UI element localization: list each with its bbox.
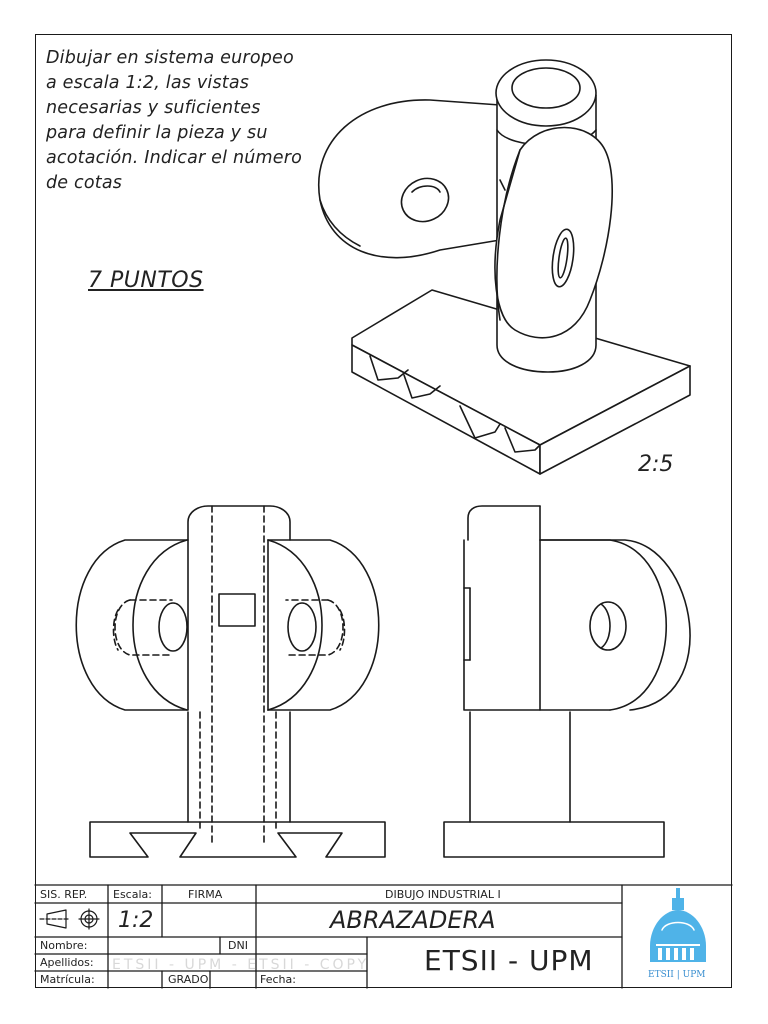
instruction-line: de cotas [46,173,123,193]
instruction-line: necesarias y suficientes [46,98,261,118]
fecha-label: Fecha: [260,973,296,986]
matricula-label: Matrícula: [40,973,95,986]
iso-base-front-right [539,365,691,475]
iso-dovetail-1 [369,355,409,381]
front-left-hole [158,602,188,652]
iso-dovetail-4 [504,427,541,453]
side-view [443,505,691,858]
instruction-line: acotación. Indicar el número [46,148,303,168]
front-right-disk-inner [267,539,323,711]
front-top-boss [187,505,291,541]
front-right-hole [287,602,317,652]
front-square-hole [218,593,256,627]
front-left-disk-inner [132,539,188,711]
instruction-line: a escala 1:2, las vistas [46,73,250,93]
escala-value: 1:2 [118,908,154,933]
isometric-view [317,59,691,475]
side-base [443,821,665,858]
front-base [89,821,386,858]
course-label: DIBUJO INDUSTRIAL I [385,888,501,901]
side-lug-outer [539,539,691,711]
points-label: 7 PUNTOS [88,268,204,293]
instructions-text: Dibujar en sistema europeo a escala 1:2,… [46,46,316,196]
front-left-disk-outer [75,539,188,711]
school-name: ETSII - UPM [424,944,594,977]
front-view [75,505,386,858]
instruction-line: Dibujar en sistema europeo [46,48,294,68]
iso-right-lug-edge [496,149,521,321]
dni-label: DNI [228,939,248,952]
iso-dovetail-2 [403,374,441,399]
sis-rep-label: SIS. REP. [40,888,88,901]
piece-name: ABRAZADERA [330,906,496,934]
isometric-scale-label: 2:5 [638,452,674,477]
first-angle-projection-icon [39,908,100,930]
iso-left-lug [317,99,501,259]
logo-caption: ETSII | UPM [648,970,706,980]
title-block-grid [34,884,733,989]
watermark-text: ETSII - UPM - ETSII - COPY [112,957,370,973]
front-hidden-lines [112,505,346,846]
escala-label: Escala: [113,888,152,901]
nombre-label: Nombre: [40,939,88,952]
side-lug-inner [539,539,668,711]
front-right-disk-outer [267,539,380,711]
iso-left-lug-side [319,199,361,247]
etsii-dome-logo [650,888,706,962]
iso-cylinder-hole [511,67,581,109]
side-hole-outer [589,601,627,651]
side-body [463,539,611,711]
apellidos-label: Apellidos: [40,956,94,969]
firma-label: FIRMA [188,888,223,901]
side-hole-inner [600,603,611,649]
iso-dovetail-3 [459,405,501,439]
side-top-boss [467,505,541,541]
instruction-line: para definir la pieza y su [46,123,268,143]
grado-label: GRADO [168,973,209,986]
drawing-sheet-border [35,34,732,988]
